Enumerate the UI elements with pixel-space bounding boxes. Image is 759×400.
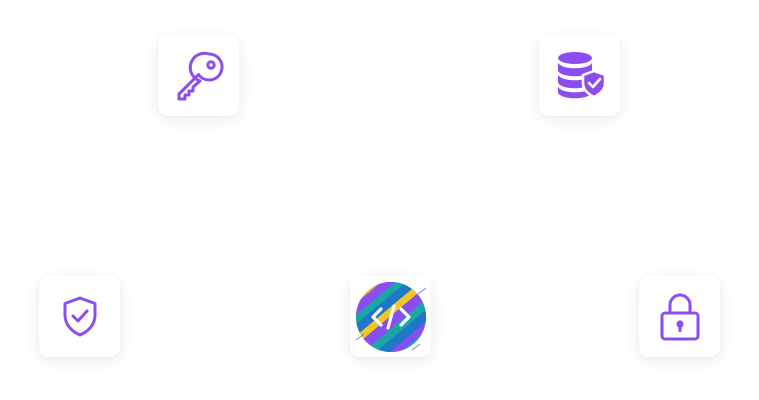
key-card xyxy=(158,35,239,116)
code-card xyxy=(350,276,431,357)
database-shield-icon xyxy=(557,51,606,98)
code-icon xyxy=(355,281,426,352)
database-card xyxy=(539,35,620,116)
lock-card xyxy=(639,276,720,357)
shield-check-icon xyxy=(63,296,96,336)
shield-card xyxy=(39,276,120,357)
lock-icon xyxy=(660,293,699,340)
key-icon xyxy=(177,51,224,100)
